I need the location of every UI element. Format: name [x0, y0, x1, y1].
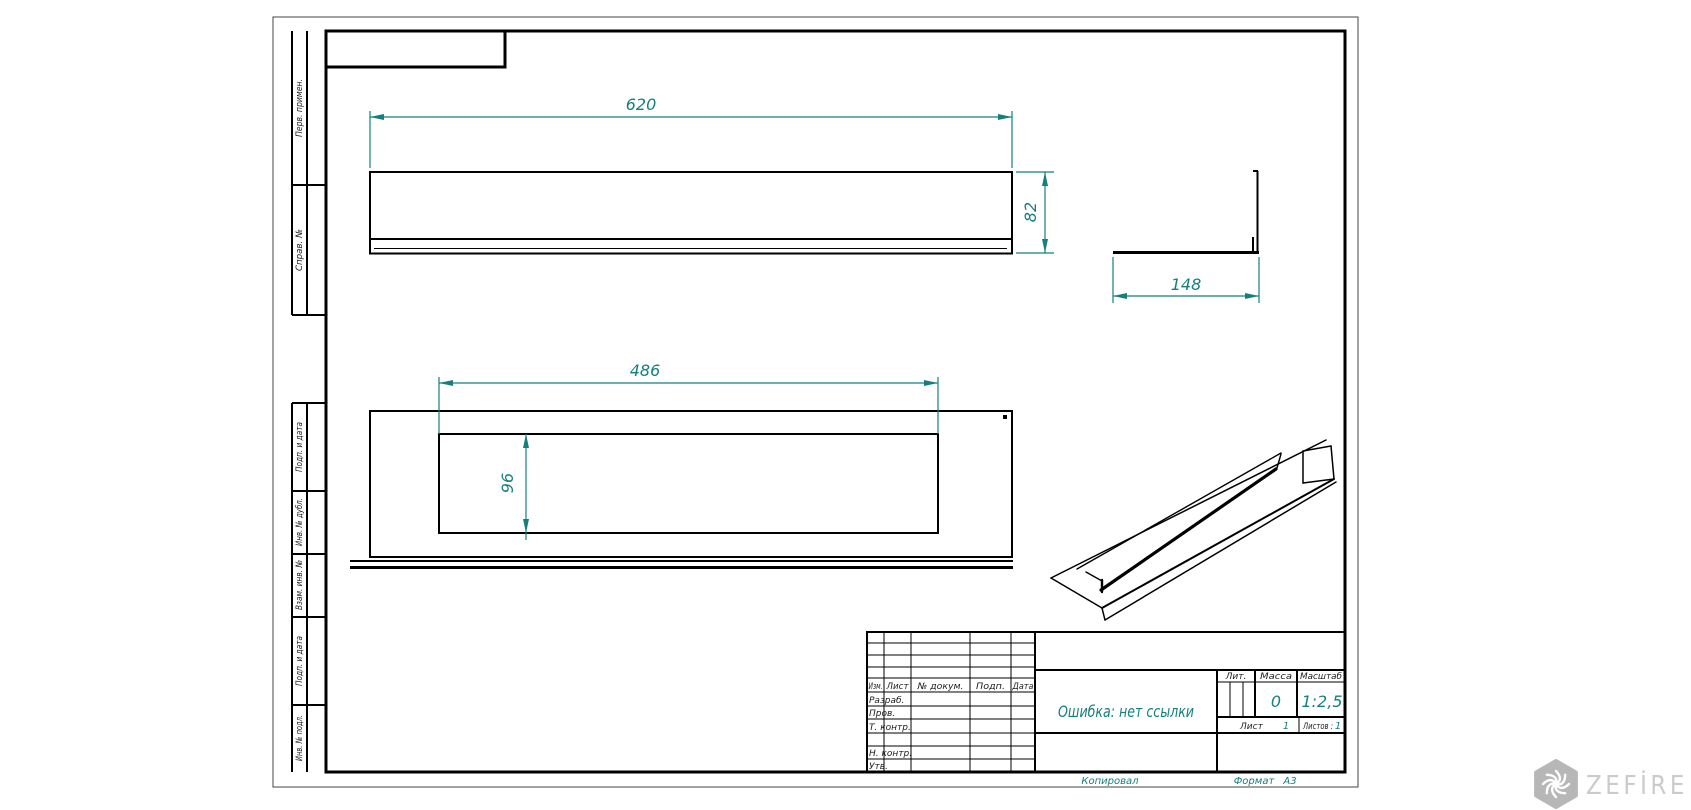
row-ncontr: Н. контр. — [869, 749, 912, 759]
dimension-486: 486 — [438, 361, 939, 434]
scale-value: 1:2,5 — [1301, 692, 1342, 711]
doc-title: Ошибка: нет ссылки — [1058, 702, 1194, 721]
dimension-620: 620 — [369, 95, 1013, 168]
row-tcontr: Т. контр. — [869, 723, 911, 733]
dim-82-text: 82 — [1021, 202, 1040, 222]
dimension-148: 148 — [1112, 257, 1260, 303]
sheet-label: Лист — [1239, 722, 1264, 732]
row-check: Пров. — [869, 709, 895, 719]
sheet-value: 1 — [1283, 721, 1289, 732]
brand-name: ZEFİRE — [1586, 769, 1688, 801]
plan-view — [350, 409, 1014, 569]
scale-label: Масштаб — [1300, 672, 1342, 682]
dimension-82: 82 — [1016, 171, 1054, 254]
row-approve: Утв. — [869, 762, 888, 772]
margin-label: Инв. № подл. — [295, 715, 305, 761]
isometric-view — [1050, 439, 1337, 621]
col-doc: № докум. — [916, 682, 963, 692]
margin-label: Взам. инв. № — [295, 560, 305, 610]
dim-486-text: 486 — [630, 361, 661, 380]
margin-label: Справ. № — [295, 229, 305, 271]
format-label: Формат — [1234, 776, 1276, 787]
zefire-logo-icon — [1534, 759, 1578, 809]
row-dev: Разраб. — [869, 696, 904, 706]
col-izm: Изм. — [869, 682, 883, 692]
sheets-value: 1 — [1335, 721, 1341, 732]
dim-96-text: 96 — [498, 473, 517, 493]
col-list: Лист — [886, 682, 910, 692]
mass-value: 0 — [1271, 692, 1281, 711]
dimension-96: 96 — [498, 434, 529, 540]
lit-label: Лит. — [1225, 672, 1247, 682]
margin-label: Инв. № дубл. — [295, 498, 305, 546]
margin-column — [291, 31, 326, 772]
margin-labels: Перв. примен. Справ. № Подп. и дата Инв.… — [295, 79, 305, 761]
col-date: Дата — [1012, 682, 1034, 692]
side-profile-view — [1113, 170, 1259, 254]
mass-label: Масса — [1260, 672, 1292, 682]
title-block-text: Изм. Лист № докум. Подп. Дата Разраб. Пр… — [869, 672, 1343, 787]
dim-620-text: 620 — [626, 95, 657, 114]
brand-watermark: ZEFİRE — [1534, 759, 1688, 809]
dim-148-text: 148 — [1171, 275, 1202, 294]
margin-label: Перв. примен. — [295, 79, 305, 137]
title-block — [865, 630, 1347, 774]
front-view — [368, 170, 1014, 255]
sheets-label: Листов : — [1302, 722, 1333, 732]
copied-label: Копировал — [1081, 776, 1139, 787]
format-value: А3 — [1282, 776, 1296, 787]
sheet-frame — [272, 16, 1359, 788]
col-sign: Подп. — [976, 682, 1005, 692]
margin-label: Подп. и дата — [295, 636, 305, 686]
margin-label: Подп. и дата — [295, 422, 305, 472]
